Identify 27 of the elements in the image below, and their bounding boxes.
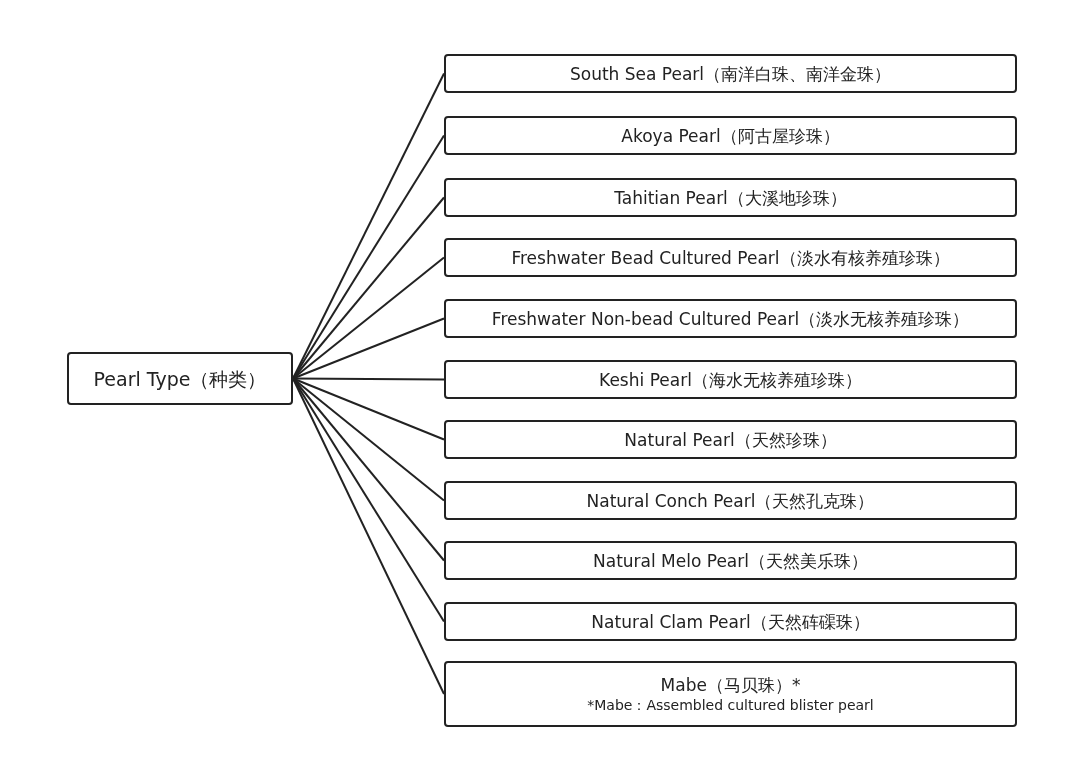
node-label: Natural Melo Pearl（天然美乐珠） — [593, 549, 868, 572]
node-label: Freshwater Non-bead Cultured Pearl（淡水无核养殖珍珠） — [491, 307, 970, 330]
root-box — [67, 352, 293, 405]
node-label: Natural Conch Pearl（天然孔克珠） — [586, 489, 875, 512]
footnote-text: *Mabe：Assembled cultured blister pearl — [587, 696, 874, 714]
category-box — [444, 661, 1017, 727]
category-box — [444, 299, 1017, 338]
node-label: Natural Pearl（天然珍珠） — [624, 428, 837, 451]
category-box — [444, 420, 1017, 459]
node-label: Mabe（马贝珠）* — [660, 674, 801, 696]
category-box — [444, 541, 1017, 580]
node-label: Tahitian Pearl（大溪地珍珠） — [614, 186, 847, 209]
category-box — [444, 238, 1017, 277]
category-box — [444, 178, 1017, 217]
node-label: South Sea Pearl（南洋白珠、南洋金珠） — [569, 62, 892, 85]
category-box — [444, 602, 1017, 641]
node-label: Pearl Type（种类） — [93, 367, 267, 390]
connector-line — [292, 377, 445, 441]
node-label: Natural Clam Pearl（天然砗磲珠） — [591, 610, 870, 633]
connector-line — [292, 317, 445, 380]
category-box — [444, 360, 1017, 399]
node-label: Freshwater Bead Cultured Pearl（淡水有核养殖珍珠） — [511, 246, 950, 269]
category-box — [444, 54, 1017, 93]
category-box — [444, 481, 1017, 520]
node-label: Keshi Pearl（海水无核养殖珍珠） — [599, 368, 862, 391]
category-box — [444, 116, 1017, 155]
node-label: Akoya Pearl（阿古屋珍珠） — [621, 124, 840, 147]
